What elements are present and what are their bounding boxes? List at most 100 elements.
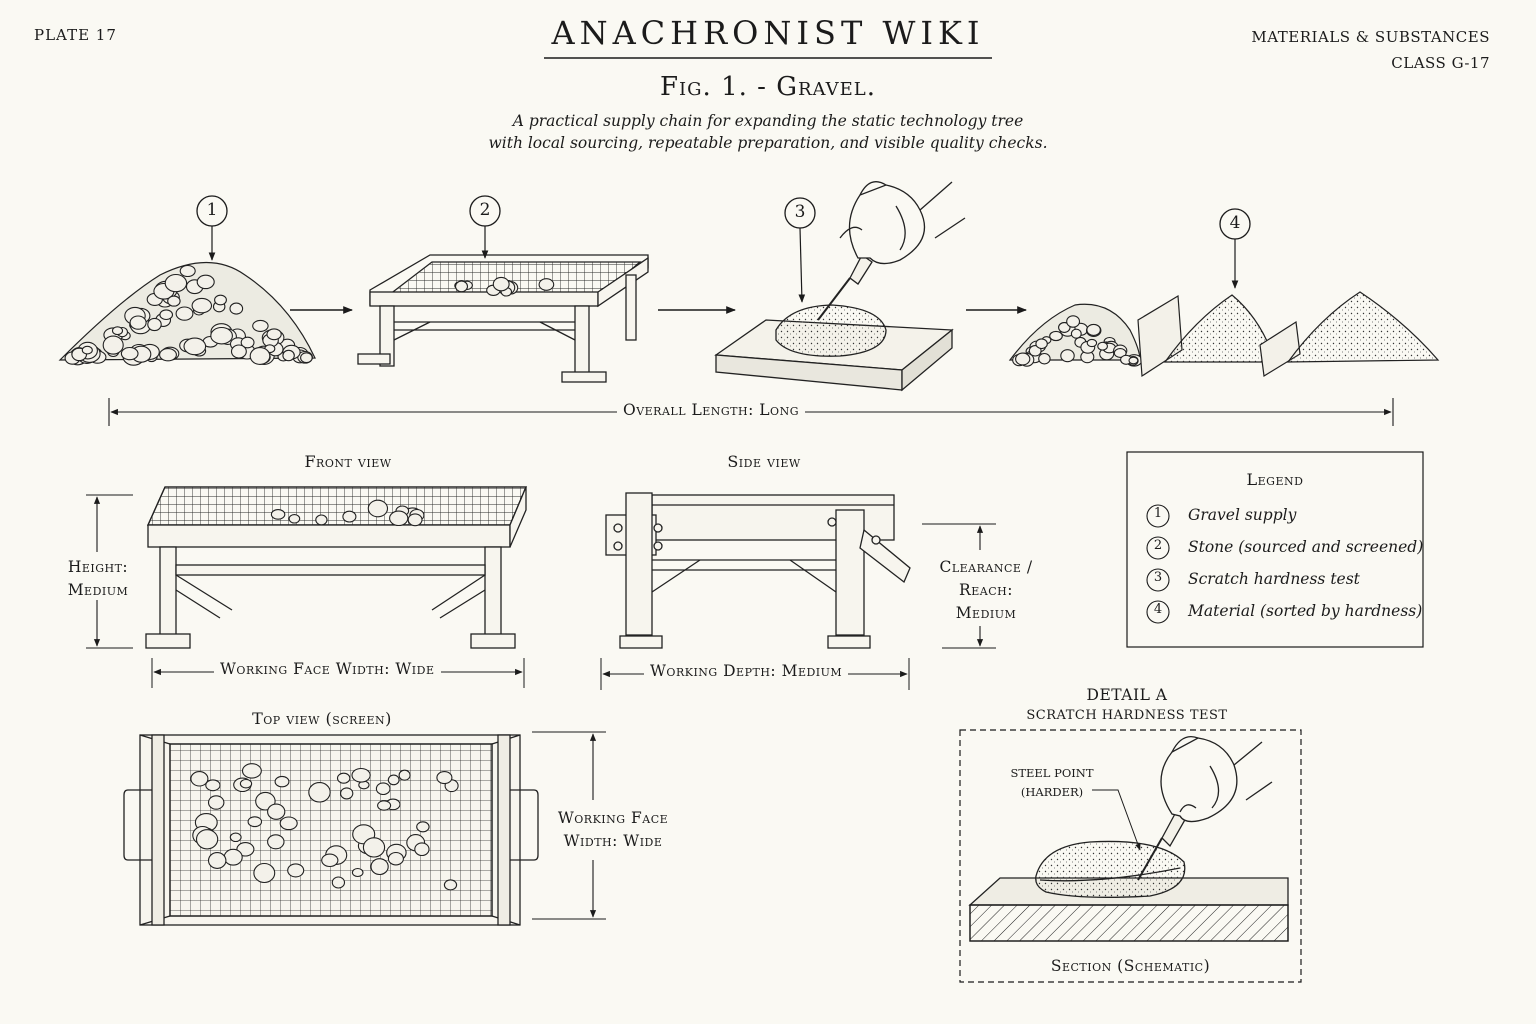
stone (249, 347, 271, 365)
stone (300, 352, 313, 364)
legend-item-gravel-supply: Gravel supply (1188, 506, 1297, 524)
plate-number: PLATE 17 (34, 26, 117, 44)
stone (287, 863, 305, 878)
legend-item-scratch-test: Scratch hardness test (1188, 570, 1360, 588)
legend-marker-3 (1146, 568, 1170, 592)
stone (129, 315, 147, 330)
steel-point-callout: STEEL POINT (HARDER) (1002, 764, 1102, 802)
stone (1035, 338, 1048, 350)
stone (195, 829, 219, 850)
gravel-pile-illustration (58, 261, 316, 366)
sieve-table-illustration (357, 254, 649, 383)
stone (362, 837, 386, 858)
stone (164, 273, 188, 293)
stone (389, 510, 409, 527)
legend-item-stone: Stone (sourced and screened) (1188, 538, 1424, 556)
stone (120, 346, 139, 361)
legend-number-1: 1 (1153, 506, 1163, 521)
clearance-label-line-2: Reach: (959, 581, 1013, 599)
stone (266, 328, 282, 341)
top-view-drawing (123, 734, 539, 926)
front-view-heading: Front view (304, 452, 392, 471)
stone (241, 763, 262, 779)
stone (1058, 322, 1071, 333)
working-depth-label: Working Depth: Medium (644, 662, 849, 680)
stone (229, 832, 242, 843)
top-width-label: Working Face Width: Wide (548, 807, 678, 853)
stone (492, 276, 510, 292)
stone (377, 800, 392, 811)
step-4-number: 4 (1229, 213, 1241, 233)
legend-number-3: 3 (1153, 570, 1163, 585)
stone (210, 326, 233, 345)
stone (351, 867, 364, 878)
stone (398, 769, 411, 781)
stone (1086, 323, 1101, 336)
legend-number-2: 2 (1153, 538, 1163, 553)
stone (538, 278, 555, 291)
stone (81, 345, 93, 355)
stone (443, 879, 458, 891)
stone (247, 816, 263, 828)
stone (223, 848, 243, 866)
stone (342, 510, 357, 523)
step-1-number: 1 (206, 200, 218, 220)
stone (159, 348, 177, 362)
sorted-material-illustration (1008, 291, 1440, 378)
legend-title: Legend (1246, 470, 1304, 489)
stone (1066, 315, 1081, 328)
stone (340, 787, 354, 800)
stone (252, 319, 269, 332)
stone (214, 294, 227, 306)
detail-a-title: DETAIL A (1086, 686, 1168, 704)
stone (1028, 345, 1042, 357)
stone (253, 862, 276, 884)
stone (1070, 328, 1082, 339)
stone (205, 779, 221, 792)
legend-marker-4 (1146, 600, 1170, 624)
wiki-title: ANACHRONIST WIKI (551, 14, 985, 52)
clearance-label: Clearance / Reach: Medium (928, 556, 1044, 625)
stone (370, 858, 389, 876)
stone (159, 309, 174, 321)
detail-a-drawing (968, 735, 1289, 942)
stone (196, 274, 215, 290)
stone (267, 834, 285, 850)
stone (315, 514, 328, 526)
stone (416, 821, 430, 833)
top-width-label-line-2: Width: Wide (563, 832, 663, 850)
stone (336, 772, 351, 784)
stone (279, 816, 298, 831)
stone (274, 775, 290, 788)
working-face-width-label: Working Face Width: Wide (214, 660, 441, 678)
stone (436, 771, 453, 785)
height-label: Height: Medium (56, 556, 140, 602)
stone (111, 326, 124, 336)
stone (1015, 352, 1031, 366)
stone (308, 782, 331, 803)
stone (207, 852, 227, 869)
height-label-line-1: Height: (67, 558, 129, 576)
legend-item-material: Material (sorted by hardness) (1188, 602, 1423, 620)
stone (230, 344, 247, 359)
stone (387, 774, 400, 786)
legend-number-4: 4 (1153, 602, 1163, 617)
step-2-number: 2 (479, 200, 491, 220)
stone (351, 767, 371, 783)
top-width-label-line-1: Working Face (557, 809, 669, 827)
clearance-label-line-1: Clearance / (939, 558, 1033, 576)
stone (321, 853, 339, 868)
stone (282, 349, 295, 362)
stone (147, 317, 162, 332)
stone (1060, 349, 1075, 363)
legend-marker-2 (1146, 536, 1170, 560)
stone (288, 514, 301, 524)
stone (375, 782, 391, 796)
stone (387, 851, 404, 866)
steel-point-callout-line-1: STEEL POINT (1010, 766, 1094, 780)
detail-a-subtitle: SCRATCH HARDNESS TEST (1026, 708, 1228, 723)
stone (1128, 356, 1139, 365)
figure-subtitle-line-1: A practical supply chain for expanding t… (512, 112, 1024, 130)
height-label-line-2: Medium (67, 581, 129, 599)
